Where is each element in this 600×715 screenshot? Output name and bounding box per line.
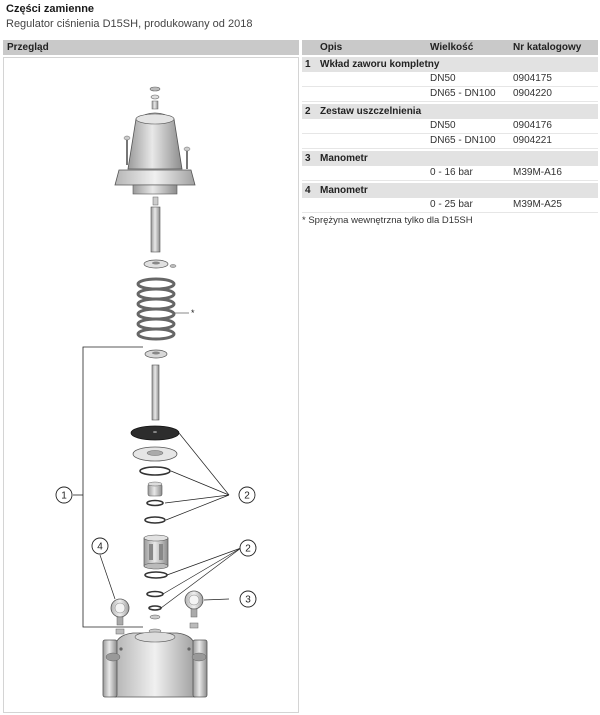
pressure-gauge-right [184,590,204,629]
page-title: Części zamienne [6,3,95,15]
overview-frame [3,57,299,713]
spring-part [136,277,176,341]
diaphragm-plate-part [132,446,178,462]
group-desc: Manometr [320,153,368,164]
group-num: 3 [305,153,311,164]
svg-text:4: 4 [97,542,103,553]
overview-label: Przegląd [7,42,49,53]
svg-text:3: 3 [245,595,251,606]
group-row-4: 4 Manometr [302,183,598,198]
page-subtitle: Regulator ciśnienia D15SH, produkowany o… [6,18,253,30]
catalog-cell: M39M-A16 [513,167,562,178]
callout-2-lower: 2 [239,539,257,557]
spring-note-mark: * [191,308,195,318]
callout-2-upper: 2 [238,486,256,504]
catalog-cell: M39M-A25 [513,199,562,210]
group-row-3: 3 Manometr [302,151,598,166]
diaphragm-part [130,425,180,441]
valve-body-part [102,628,208,698]
group-desc: Wkład zaworu kompletny [320,59,440,70]
group-row-2: 2 Zestaw uszczelnienia [302,104,598,119]
header-catalog: Nr katalogowy [513,42,582,53]
callout-3: 3 [239,590,257,608]
spring-washer-part [144,349,168,359]
catalog-cell: 0904221 [513,135,552,146]
catalog-cell: 0904176 [513,120,552,131]
size-cell: DN50 [430,73,456,84]
catalog-cell: 0904220 [513,88,552,99]
header-desc: Opis [320,42,343,53]
catalog-cell: 0904175 [513,73,552,84]
svg-text:2: 2 [245,544,251,555]
size-cell: DN50 [430,120,456,131]
pressure-gauge-left [110,598,130,635]
group-num: 1 [305,59,311,70]
table-row: 0 - 25 bar M39M-A25 [302,198,598,213]
table-row: 0 - 16 bar M39M-A16 [302,166,598,181]
lower-stem-part [151,364,160,421]
overview-header: Przegląd [3,40,299,55]
group-desc: Zestaw uszczelnienia [320,106,422,117]
bonnet-part [114,86,196,195]
header-num [302,40,318,55]
callout-1: 1 [55,486,73,504]
exploded-view-drawing: * [55,86,257,698]
table-row: DN65 - DN100 0904220 [302,87,598,102]
spare-parts-table: Opis Wielkość Nr katalogowy 1 Wkład zawo… [302,40,598,226]
upper-stem-part [150,196,161,253]
spring-plate-part [143,259,177,269]
svg-text:1: 1 [61,491,67,502]
group-row-1: 1 Wkład zaworu kompletny [302,57,598,72]
group-num: 2 [305,106,311,117]
table-row: DN50 0904176 [302,119,598,134]
header-size: Wielkość [430,42,474,53]
svg-text:2: 2 [244,491,250,502]
valve-insert-part [147,481,163,497]
table-header-row: Opis Wielkość Nr katalogowy [302,40,598,55]
table-row: DN65 - DN100 0904221 [302,134,598,149]
size-cell: DN65 - DN100 [430,135,496,146]
valve-cartridge-part [143,534,169,570]
size-cell: DN65 - DN100 [430,88,496,99]
size-cell: 0 - 25 bar [430,199,473,210]
group-desc: Manometr [320,185,368,196]
callout-4: 4 [91,537,109,555]
table-footnote: * Sprężyna wewnętrzna tylko dla D15SH [302,215,473,226]
valve-seat-part [149,614,161,620]
group-num: 4 [305,185,311,196]
size-cell: 0 - 16 bar [430,167,473,178]
table-row: DN50 0904175 [302,72,598,87]
